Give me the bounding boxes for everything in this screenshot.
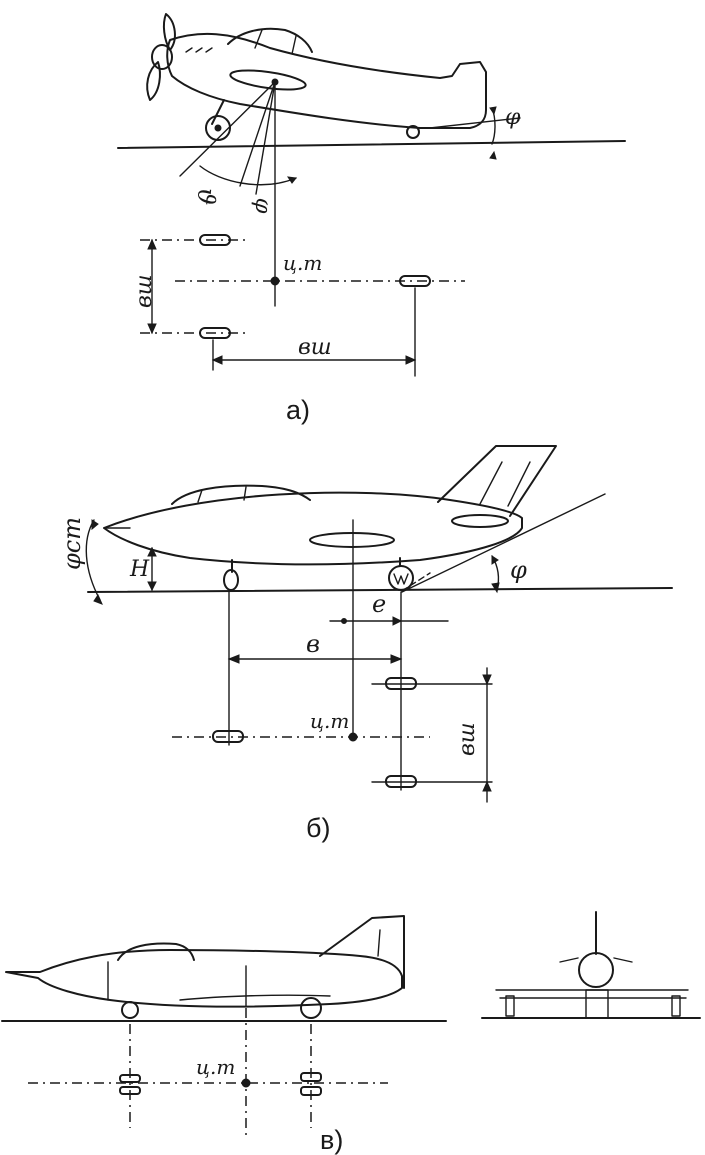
panel-a-main-wheel bbox=[205, 115, 231, 141]
panel-v-fuselage bbox=[5, 949, 403, 1008]
panel-v-canopy bbox=[117, 942, 195, 961]
panel-v-caption: в) bbox=[320, 1125, 343, 1155]
panel-b-base-label: в bbox=[306, 630, 320, 658]
panel-a-cg-point bbox=[270, 276, 280, 286]
panel-a-plan-wheel-bottom bbox=[199, 327, 231, 339]
panel-v-front-wheel bbox=[121, 1001, 139, 1019]
panel-b-plan-wheel-front bbox=[212, 730, 244, 743]
panel-a-track-label: вш bbox=[132, 274, 157, 308]
panel-a-angle-label-3: φ bbox=[505, 105, 521, 130]
panel-b-tail-angle-label: φ bbox=[510, 556, 527, 584]
panel-v-wing bbox=[179, 994, 331, 1001]
panel-b-wing bbox=[309, 532, 395, 548]
panel-a-angle-arc bbox=[199, 165, 297, 186]
panel-b-plan-wheel-bottom bbox=[385, 775, 417, 788]
panel-b-plan-wheel-top bbox=[385, 677, 417, 690]
panel-b-tail-angle-line bbox=[401, 493, 606, 593]
panel-a-plan-wheel-tail bbox=[399, 275, 431, 287]
panel-b-front-wheel bbox=[223, 569, 239, 591]
panel-b-stand-angle-arc bbox=[85, 519, 101, 601]
panel-a-tail-wheel bbox=[406, 125, 420, 139]
panel-a-propeller bbox=[146, 13, 176, 101]
panel-a-ray-3 bbox=[255, 81, 276, 195]
panel-a-ray-1 bbox=[179, 81, 276, 177]
panel-a-base-label: вш bbox=[298, 335, 332, 360]
panel-a-caption: а) bbox=[286, 395, 310, 425]
panel-a-cg-label: ц.т bbox=[283, 251, 322, 275]
panel-v-cg-label: ц.т bbox=[196, 1055, 235, 1079]
panel-v: ц.т в) bbox=[1, 911, 701, 1155]
panel-b-height-label: H bbox=[129, 557, 150, 582]
panel-b-caption: б) bbox=[306, 813, 330, 843]
panel-v-front-view bbox=[481, 911, 701, 1019]
panel-a-ground-line bbox=[117, 140, 626, 149]
panel-b-stand-angle-label: φст bbox=[58, 517, 86, 570]
panel-a-ray-2 bbox=[239, 81, 276, 187]
panel-b-tail-fin bbox=[437, 445, 557, 517]
panel-v-plan-wheel-front bbox=[119, 1074, 141, 1095]
panel-b: φ φст H e в bbox=[58, 445, 673, 843]
panel-b-fuselage bbox=[103, 491, 523, 566]
panel-a-canopy bbox=[227, 27, 313, 53]
panel-b-canopy bbox=[171, 484, 311, 505]
panel-a-angle-label-2: φ bbox=[249, 197, 275, 215]
panel-a: φ ϑ φ ц.т вш вш а) bbox=[117, 13, 626, 425]
panel-b-offset-label: e bbox=[372, 590, 386, 618]
panel-a-angle-label-1: ϑ bbox=[191, 187, 220, 207]
panel-a-wing bbox=[229, 69, 307, 91]
panel-v-rear-wheel bbox=[300, 997, 322, 1019]
panel-b-intake bbox=[451, 514, 509, 528]
panel-b-rear-wheel bbox=[388, 565, 414, 591]
panel-a-fuselage bbox=[166, 32, 487, 129]
panel-b-ground-line bbox=[87, 587, 673, 593]
panel-v-plan-wheel-rear bbox=[300, 1072, 322, 1096]
panel-b-cg-point bbox=[348, 732, 358, 742]
panel-b-cg-label: ц.т bbox=[310, 709, 349, 733]
panel-v-cg-point bbox=[241, 1078, 251, 1088]
panel-b-track-label: вш bbox=[455, 722, 480, 756]
panel-a-plan-wheel-top bbox=[199, 234, 231, 246]
panel-v-tail-fin bbox=[319, 915, 405, 989]
